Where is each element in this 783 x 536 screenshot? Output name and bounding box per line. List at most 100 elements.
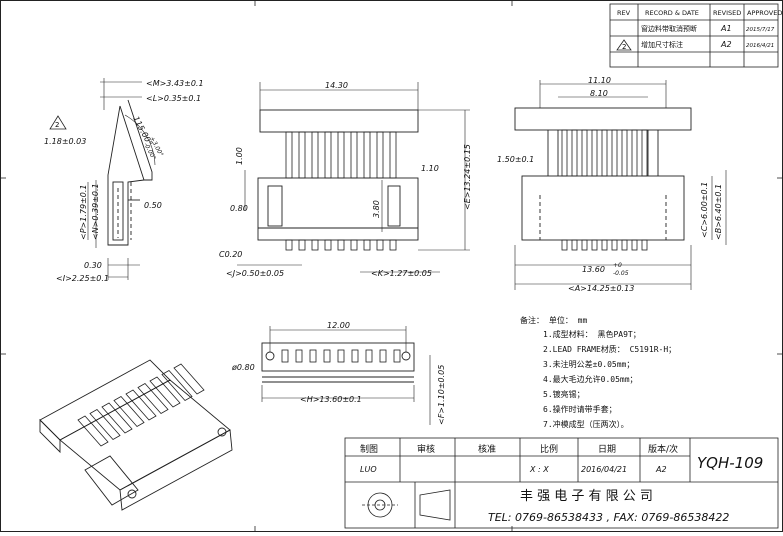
revised-header: REVISED [713,9,741,17]
front-top-pin [389,131,397,179]
note-5: 5.镀亮锡； [543,389,585,399]
note-3: 3.未注明公差±0.05mm； [543,359,634,369]
iso-pin [149,376,181,408]
rev2-record: 增加尺寸标注 [641,40,683,49]
end-top-pin [631,129,638,177]
title-block [344,437,779,529]
approved-header: APPROVED [747,9,782,17]
dim-p: <P>1.79±0.1 [79,185,88,240]
front-bottom-pin [298,239,306,251]
end-pins [561,129,648,251]
dim-1200: 12.00 [327,321,350,330]
dim-080: 0.80 [230,204,248,213]
notes: 备注： 单位： mm 1.成型材料： 黑色PA9T； 2.LEAD FRAME材… [520,315,676,429]
dim-380: 3.80 [372,200,381,218]
iso-pin [137,382,169,415]
front-top-pin [311,131,319,179]
revision-table [609,3,779,68]
bottom-pin [337,349,345,363]
end-top-pin [641,129,648,177]
front-bottom-pin [363,239,371,251]
dim-810: 8.10 [590,89,608,98]
dim-150: 1.50±0.1 [497,155,534,164]
rev1-approved: 2015/7/17 [746,27,775,33]
tb-date-value: 2016/04/21 [581,465,627,474]
front-top-pin [324,131,332,179]
tb-version-header: 版本/次 [648,443,678,455]
bottom-view [261,326,431,425]
rev-triangle-icon-side: 2 [49,115,67,130]
end-bottom-pin [581,239,588,251]
end-bottom-pin [641,239,648,251]
dim-c: <C>6.00±0.1 [700,182,709,238]
end-bottom-pin [561,239,568,251]
rev2-approved: 2016/4/21 [746,43,774,49]
front-view [237,82,470,273]
dim-c020: C0.20 [219,250,242,259]
iso-pin [161,369,193,402]
end-bottom-pin [591,239,598,251]
dim-b: <B>6.40±0.1 [714,184,723,240]
dim-i: <I>2.25±0.1 [56,274,109,283]
front-bottom-pin [285,239,293,251]
note-2: 2.LEAD FRAME材质： C5191R-H； [543,344,676,354]
front-top-pin [285,131,293,179]
end-top-pin [571,129,578,177]
tb-date-header: 日期 [598,444,616,455]
dim-hole: ø0.80 [231,363,255,372]
bottom-pin [295,349,303,363]
tb-scale-value: X : X [529,465,549,474]
bottom-pin [393,349,401,363]
tb-scale-header: 比例 [540,443,558,455]
dim-1360-tol-minus: -0.05 [613,270,629,277]
tb-draw-value: LUO [360,465,377,474]
note-1: 1.成型材料： 黑色PA9T； [543,329,641,339]
tb-approve-header: 核准 [478,443,496,455]
note-4: 4.最大毛边允许0.05mm； [543,374,638,384]
end-top-pin [581,129,588,177]
end-top-pin [601,129,608,177]
bottom-pin [365,349,373,363]
front-bottom-pin [376,239,384,251]
bottom-pin [281,349,289,363]
dim-118: 1.18±0.03 [44,137,86,146]
rev1-record: 窗边料带取消预断 [641,24,697,33]
dim-h: <H>13.60±0.1 [300,395,362,404]
dim-110: 1.10 [421,164,439,173]
isometric-view [39,359,233,511]
bottom-pin [379,349,387,363]
front-pins [285,131,397,251]
end-bottom-pin [621,239,628,251]
company-name: 丰 强 电 子 有 限 公 司 [520,489,653,504]
end-bottom-pin [631,239,638,251]
dim-030: 0.30 [84,261,102,270]
iso-pin [125,389,157,421]
dim-f: <F>1.10±0.05 [437,365,446,425]
iso-pin [89,408,121,441]
end-view [514,80,727,290]
dim-e: <E>13.24±0.15 [463,144,472,210]
iso-pin [113,395,145,428]
iso-pin [173,363,205,395]
dim-n: <N>0.39±0.1 [91,183,100,240]
svg-text:2: 2 [55,121,59,129]
front-bottom-pin [324,239,332,251]
front-top-pin [376,131,384,179]
bottom-pin [351,349,359,363]
dim-l: <L>0.35±0.1 [146,94,201,103]
dim-k: <K>1.27±0.05 [371,269,432,278]
side-view [87,78,156,280]
end-top-pin [611,129,618,177]
end-bottom-pin [571,239,578,251]
rev-header: REV [617,9,631,17]
end-top-pin [591,129,598,177]
rev1-revised: A1 [720,24,732,33]
front-bottom-pin [337,239,345,251]
end-top-pin [621,129,628,177]
notes-heading: 备注： 单位： mm [520,315,587,325]
dim-j: <J>0.50±0.05 [226,269,284,278]
note-6: 6.操作时请带手套； [543,404,617,414]
dim-width-top: 14.30 [325,81,348,90]
